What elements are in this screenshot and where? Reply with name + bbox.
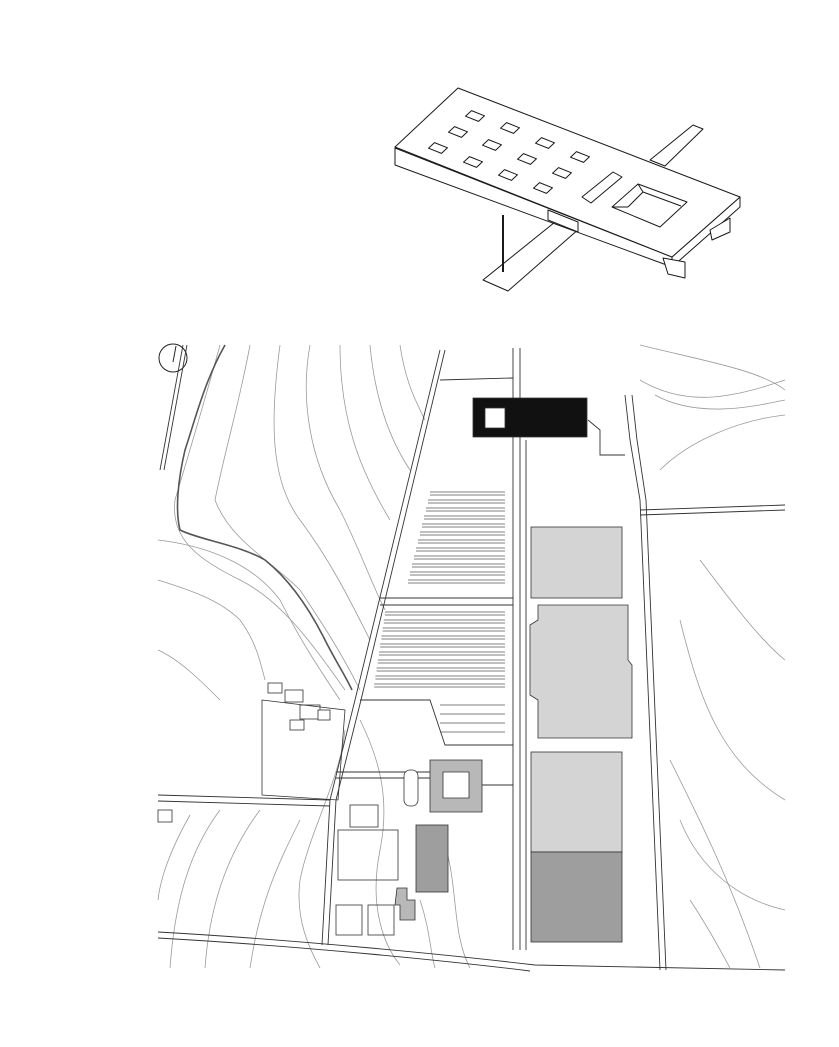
skylight — [552, 167, 572, 179]
skylight — [498, 169, 518, 181]
skylights — [428, 110, 590, 194]
walkway-north — [649, 124, 704, 167]
contour-lines — [157, 344, 786, 969]
skylight — [533, 182, 553, 194]
skylight — [428, 142, 448, 154]
courtyard-building — [429, 759, 483, 813]
skylight — [517, 153, 537, 165]
skylight — [570, 151, 590, 163]
axonometric-view — [394, 87, 741, 292]
site-plan — [157, 343, 786, 972]
building-small — [394, 887, 416, 921]
building-light-large — [529, 604, 633, 739]
walkway-south — [482, 217, 581, 292]
courtyard-opening — [611, 183, 688, 228]
building-light — [530, 526, 623, 599]
courtyard-edge — [637, 183, 644, 193]
building-light — [530, 751, 623, 853]
building-dark — [415, 824, 449, 893]
skylight — [463, 156, 483, 168]
building-dark — [530, 851, 623, 943]
skylight — [500, 122, 520, 134]
support-block — [662, 257, 686, 279]
creek — [176, 344, 353, 691]
farm-buildings — [157, 682, 419, 936]
buildings — [394, 397, 633, 943]
core-block — [547, 209, 579, 233]
parking-lots — [374, 491, 505, 733]
new-building-black — [472, 397, 588, 438]
skylight — [535, 137, 555, 149]
north-arrow-icon — [158, 343, 188, 373]
skylight — [448, 126, 468, 138]
skylight — [482, 139, 502, 151]
support-block — [709, 217, 731, 241]
roof-opening-rect — [581, 171, 623, 204]
skylight — [465, 110, 485, 122]
roads — [157, 344, 786, 972]
